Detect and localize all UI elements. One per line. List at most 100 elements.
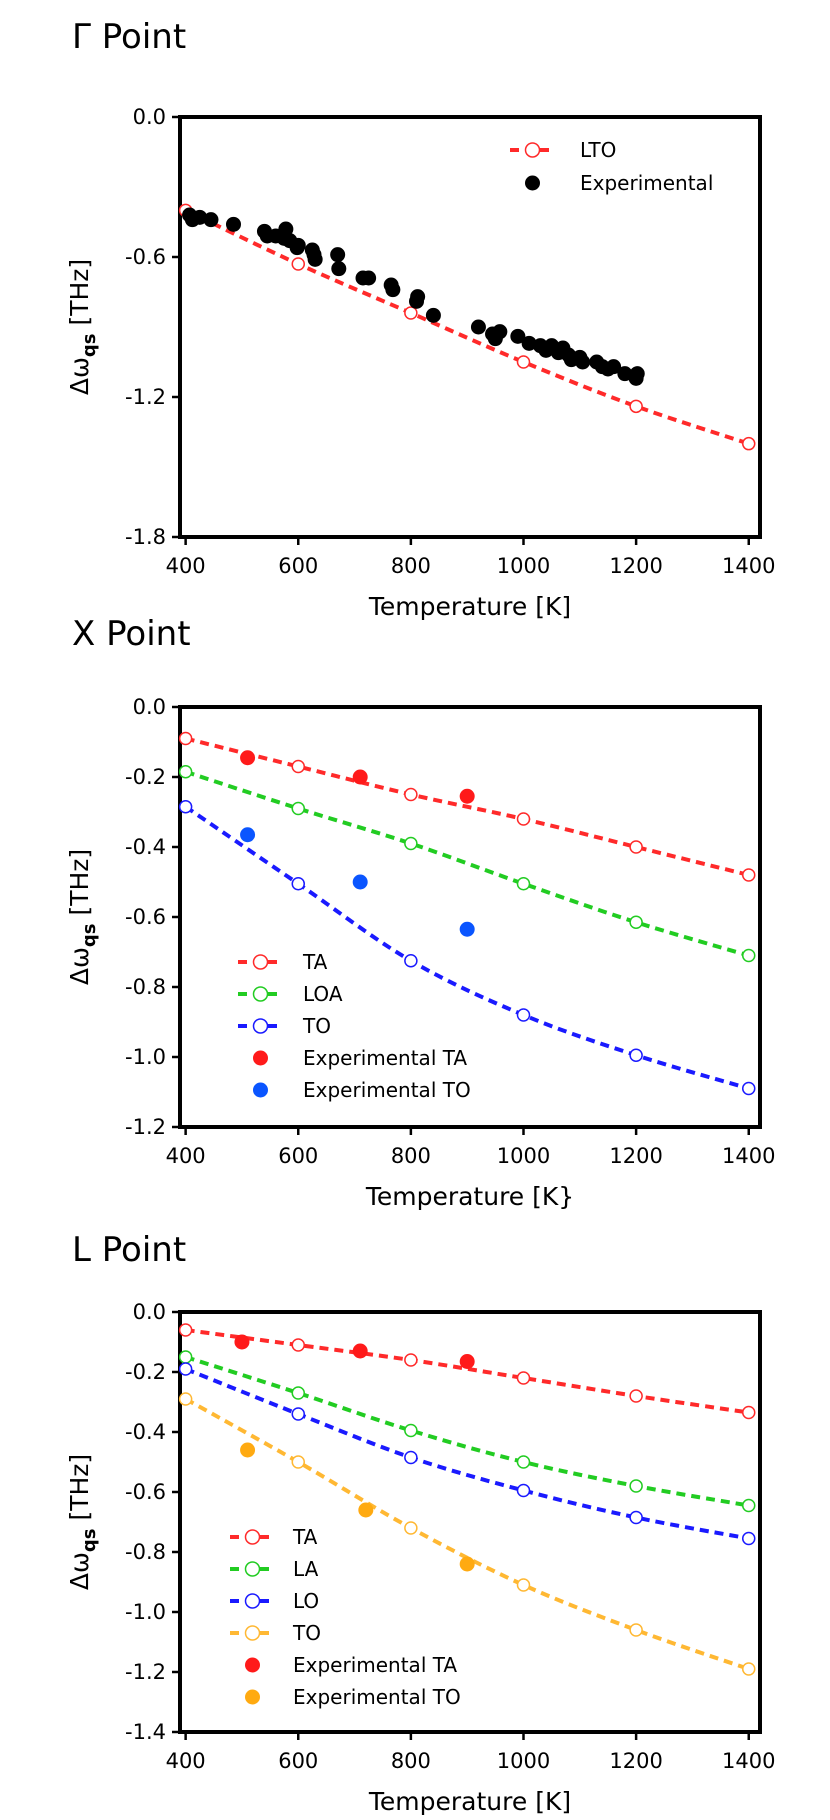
y-tick-label: -1.4: [125, 1720, 166, 1744]
y-axis-label-main: Δω: [65, 1552, 94, 1590]
to-point: [741, 1662, 756, 1676]
experimental-point: [331, 261, 347, 277]
legend-label: TO: [302, 1014, 331, 1038]
legend-marker: [253, 1050, 268, 1066]
legend-label: LTO: [580, 138, 616, 162]
loa-point: [741, 948, 756, 963]
plot-frame: [178, 705, 762, 1129]
loa-point: [516, 877, 531, 891]
legend-label: Experimental TO: [293, 1685, 461, 1709]
y-tick-label: -1.0: [125, 1600, 166, 1624]
to-point: [741, 1081, 756, 1096]
ta-point: [629, 840, 643, 854]
x-tick-label: 400: [166, 1144, 206, 1168]
la-point: [178, 1350, 193, 1364]
experimental-ta-point: [459, 788, 475, 804]
loa-point: [629, 915, 643, 929]
legend-label: TA: [302, 950, 328, 974]
y-tick-label: -0.6: [125, 1480, 166, 1504]
experimental-ta-point: [240, 750, 256, 766]
x-axis-label: Temperature [K}: [365, 1182, 574, 1211]
to-point: [291, 877, 306, 891]
lto-point: [404, 306, 418, 320]
experimental-point: [521, 335, 537, 351]
experimental-ta-point: [234, 1334, 250, 1350]
legend-label: Experimental TA: [293, 1653, 457, 1677]
ta-point: [629, 1389, 643, 1403]
experimental-point: [290, 237, 306, 253]
y-axis-label-main: Δω: [65, 947, 94, 985]
lo-point: [404, 1450, 418, 1465]
experimental-point: [278, 221, 294, 237]
legend-label: LA: [293, 1557, 319, 1581]
lo-point: [291, 1407, 306, 1421]
lto-point: [629, 399, 643, 414]
experimental-point: [203, 212, 219, 228]
legend-marker: [252, 954, 269, 970]
panel-title: Γ Point: [72, 17, 186, 57]
la-point: [629, 1479, 643, 1493]
experimental-to-point: [240, 1442, 256, 1458]
y-tick-label: -0.6: [125, 245, 166, 269]
experimental-point: [575, 354, 591, 370]
legend-marker: [244, 1593, 261, 1609]
experimental-point: [606, 359, 622, 375]
y-tick-label: 0.0: [133, 1300, 166, 1324]
y-axis-label-subscript: qs: [79, 334, 100, 358]
x-tick-label: 600: [278, 1144, 318, 1168]
legend-marker: [245, 1689, 260, 1705]
loa-point: [178, 765, 193, 779]
legend-label: TO: [292, 1621, 321, 1645]
y-axis-label: Δωqs [THz]: [65, 1454, 100, 1590]
to-point: [629, 1048, 643, 1062]
ta-point: [404, 1353, 418, 1367]
to-point: [629, 1623, 643, 1637]
legend-label: TA: [292, 1525, 318, 1549]
y-tick-label: -0.8: [125, 1540, 166, 1564]
x-tick-label: 800: [391, 554, 431, 578]
to-point: [291, 1455, 306, 1469]
legend-marker: [252, 1018, 269, 1034]
experimental-point: [510, 328, 526, 344]
y-axis-label-unit: [THz]: [65, 1454, 94, 1529]
x-tick-label: 1400: [722, 1749, 775, 1773]
legend-marker: [244, 1625, 261, 1641]
experimental-to-point: [352, 874, 368, 890]
la-line: [185, 1355, 750, 1508]
x-tick-label: 1400: [722, 554, 775, 578]
loa-point: [404, 836, 418, 851]
legend-label: Experimental TO: [303, 1078, 471, 1102]
x-tick-label: 1200: [609, 1144, 662, 1168]
legend-marker: [244, 1529, 261, 1545]
to-point: [178, 1392, 193, 1406]
x-tick-label: 1000: [497, 1144, 550, 1168]
to-point: [516, 1008, 531, 1022]
legend-marker: [245, 1657, 260, 1673]
experimental-point: [385, 282, 401, 298]
experimental-point: [492, 324, 508, 340]
ta-point: [178, 731, 193, 746]
la-point: [516, 1455, 531, 1469]
experimental-point: [192, 209, 208, 225]
x-axis-label: Temperature [K]: [368, 592, 571, 621]
lo-line: [184, 1367, 750, 1541]
y-axis-label-subscript: qs: [79, 1529, 100, 1553]
ta-point: [516, 812, 531, 826]
experimental-to-point: [358, 1502, 374, 1518]
lto-point: [291, 257, 306, 271]
y-tick-label: -0.8: [125, 975, 166, 999]
to-line: [184, 1397, 750, 1671]
y-axis-label-main: Δω: [65, 357, 94, 395]
y-tick-label: -0.2: [125, 1360, 166, 1384]
y-tick-label: 0.0: [133, 695, 166, 719]
panel-title: X Point: [72, 614, 191, 654]
x-tick-label: 400: [166, 1749, 206, 1773]
to-point: [404, 954, 418, 968]
to-point: [404, 1521, 418, 1535]
panel-title: L Point: [72, 1230, 186, 1270]
x-tick-label: 800: [391, 1144, 431, 1168]
lto-point: [741, 436, 756, 451]
